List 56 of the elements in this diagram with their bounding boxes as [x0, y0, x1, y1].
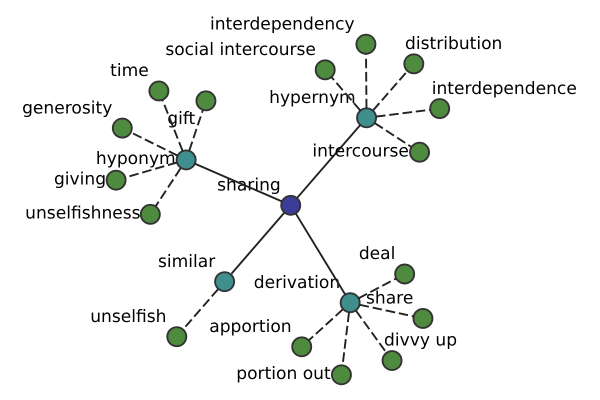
node-circle	[340, 292, 361, 314]
node-label: hypernym	[269, 88, 356, 108]
node-circle	[356, 107, 378, 128]
node-circle	[403, 53, 424, 74]
connector	[125, 162, 178, 178]
node-circle	[106, 170, 127, 191]
connector	[365, 54, 368, 108]
connector	[360, 304, 414, 318]
node-label: similar	[158, 252, 216, 272]
node-circle	[412, 308, 434, 329]
connector	[131, 132, 178, 156]
node-circle	[280, 194, 302, 216]
node-circle	[409, 142, 430, 163]
node-label: generosity	[22, 98, 112, 118]
connector	[330, 76, 361, 111]
node-label: time	[110, 61, 149, 82]
connector	[308, 308, 344, 341]
node-circle	[112, 118, 133, 139]
node-circle	[176, 149, 197, 170]
node-circle	[394, 264, 416, 284]
node-label: distribution	[405, 34, 502, 54]
node-label: social intercourse	[165, 40, 316, 60]
node-label: unselfish	[90, 306, 166, 327]
node-circle	[331, 364, 352, 386]
node-label: giving	[54, 169, 106, 190]
node-label: share	[366, 288, 414, 309]
node-label: unselfishness	[25, 204, 141, 224]
connector	[376, 108, 430, 118]
connector	[188, 110, 204, 151]
node-label: derivation	[254, 272, 340, 293]
connector	[355, 310, 387, 353]
connector	[358, 278, 396, 300]
node-label: deal	[358, 244, 396, 264]
node-label: gift	[167, 109, 196, 130]
node-circle	[291, 336, 312, 358]
connector	[294, 213, 346, 295]
connector	[230, 212, 285, 274]
connector	[374, 122, 412, 148]
node-circle	[382, 350, 402, 371]
node-circle	[166, 326, 188, 348]
connector	[162, 100, 184, 152]
node-circle	[314, 59, 336, 80]
connector	[372, 71, 408, 111]
node-label: divvy up	[384, 330, 458, 351]
connector	[154, 168, 182, 207]
node-circle	[148, 80, 170, 102]
node-label: interdependence	[432, 78, 577, 99]
node-label: interdependency	[210, 14, 355, 34]
node-label: portion out	[236, 364, 331, 384]
node-label: apportion	[209, 316, 292, 337]
node-circle	[140, 204, 161, 225]
node-circle	[196, 90, 216, 112]
node-circle	[355, 34, 376, 55]
node-circle	[429, 98, 450, 120]
node-circle	[214, 271, 236, 292]
node-label: hyponym	[96, 149, 176, 170]
